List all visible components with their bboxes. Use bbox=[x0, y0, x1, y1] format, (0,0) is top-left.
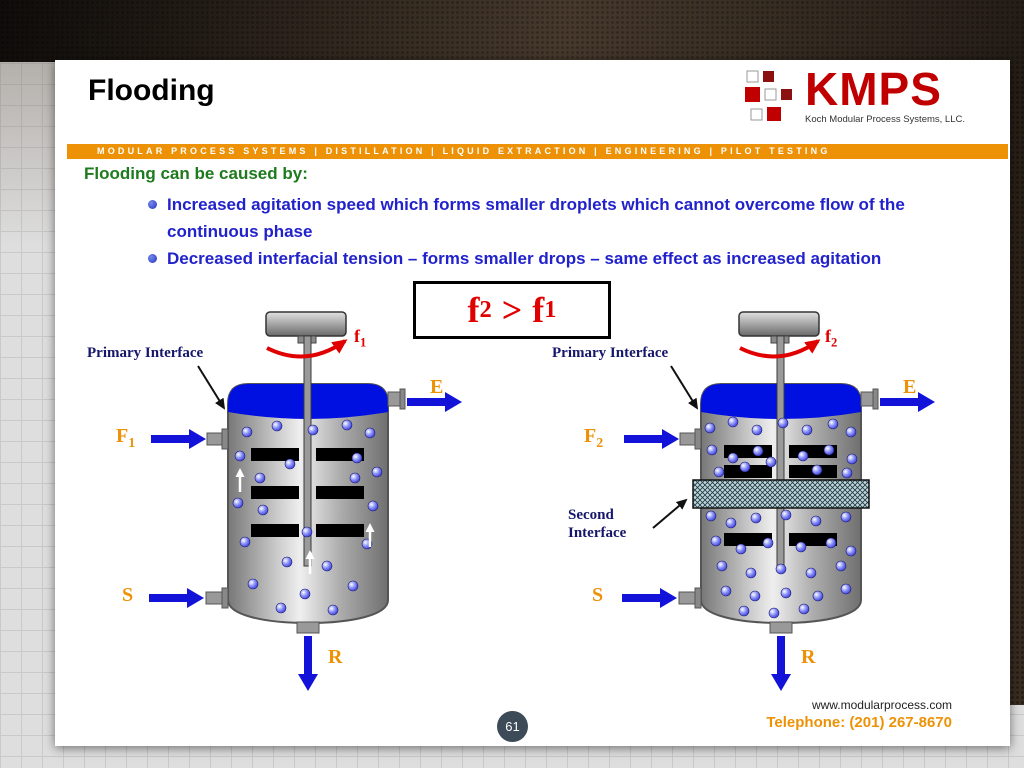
feed-label-left: F1 bbox=[116, 425, 136, 451]
formula-rhs: f bbox=[532, 290, 545, 330]
interface-pointer-arrow bbox=[197, 365, 226, 410]
extraction-columns-diagram bbox=[149, 311, 935, 691]
raffinate-arrow-icon bbox=[298, 636, 318, 691]
agitation-speed-label-right: f2 bbox=[825, 326, 838, 350]
website-url: www.modularprocess.com bbox=[811, 698, 952, 712]
extract-label-left: E bbox=[430, 376, 444, 398]
bullet-text: Increased agitation speed which forms sm… bbox=[167, 195, 905, 241]
flooded-band bbox=[692, 479, 870, 509]
feed-label-right: F2 bbox=[584, 425, 604, 451]
solvent-label-left: S bbox=[122, 584, 134, 606]
logo-text: KMPS Koch Modular Process Systems, LLC. bbox=[805, 63, 965, 125]
section-heading: Flooding can be caused by: bbox=[84, 164, 308, 183]
kmps-logo: KMPS Koch Modular Process Systems, LLC. bbox=[745, 63, 965, 125]
logo-name: KMPS bbox=[805, 63, 942, 115]
primary-interface-label-right: Primary Interface bbox=[552, 345, 669, 361]
bullet-item: Decreased interfacial tension – forms sm… bbox=[148, 245, 928, 272]
agitator-motor-icon bbox=[265, 311, 347, 337]
solvent-label-right: S bbox=[592, 584, 604, 606]
agitator-motor-icon bbox=[738, 311, 820, 337]
slide-title: Flooding bbox=[88, 74, 215, 107]
logo-squares-icon bbox=[745, 70, 793, 121]
agitator-shaft bbox=[776, 335, 785, 567]
solvent-arrow-icon bbox=[149, 588, 204, 608]
slide: Flooding KMPS Koch Modular Process Syste… bbox=[55, 60, 1010, 746]
formula-lhs: f bbox=[467, 290, 480, 330]
raffinate-label-left: R bbox=[328, 646, 343, 668]
interface-pointer-arrow bbox=[670, 365, 699, 410]
feed-arrow-icon bbox=[624, 429, 679, 449]
page-number-badge: 61 bbox=[497, 711, 528, 742]
raffinate-label-right: R bbox=[801, 646, 816, 668]
second-interface-pointer-arrow bbox=[652, 498, 688, 529]
bullet-list: Increased agitation speed which forms sm… bbox=[148, 191, 928, 272]
phone-number: Telephone: (201) 267-8670 bbox=[766, 714, 952, 731]
banner: MODULAR PROCESS SYSTEMS | DISTILLATION |… bbox=[67, 144, 1008, 159]
bullet-icon bbox=[148, 200, 157, 209]
left-column bbox=[149, 311, 462, 691]
logo-subtitle: Koch Modular Process Systems, LLC. bbox=[805, 113, 965, 125]
rotation-arrow-icon bbox=[266, 339, 348, 359]
second-interface-label: Second Interface bbox=[568, 507, 627, 541]
top-bar bbox=[0, 0, 1024, 62]
bullet-item: Increased agitation speed which forms sm… bbox=[148, 191, 928, 245]
bullet-icon bbox=[148, 254, 157, 263]
bullet-text: Decreased interfacial tension – forms sm… bbox=[167, 249, 882, 268]
right-column bbox=[622, 311, 935, 691]
rotation-arrow-icon bbox=[739, 339, 821, 359]
agitation-speed-label-left: f1 bbox=[354, 326, 367, 350]
agitator-shaft bbox=[303, 335, 312, 567]
solvent-arrow-icon bbox=[622, 588, 677, 608]
raffinate-arrow-icon bbox=[771, 636, 791, 691]
primary-interface-label-left: Primary Interface bbox=[87, 345, 204, 361]
feed-arrow-icon bbox=[151, 429, 206, 449]
extract-label-right: E bbox=[903, 376, 917, 398]
right-strip bbox=[1010, 0, 1024, 705]
formula-operator: > bbox=[501, 290, 523, 330]
